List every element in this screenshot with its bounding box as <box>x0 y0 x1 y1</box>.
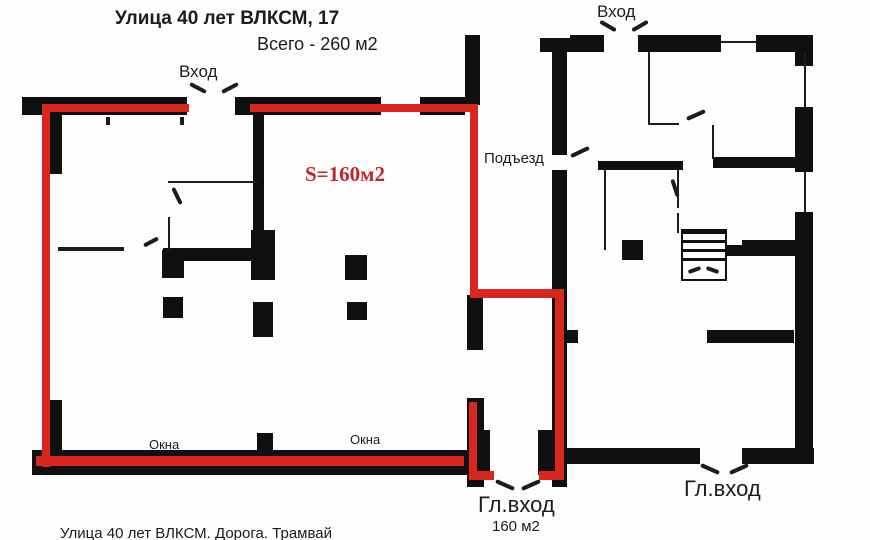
highlight-outline-segment <box>539 471 564 480</box>
wall-tick <box>180 117 184 125</box>
wall-pillar <box>622 240 643 260</box>
entrance-top-right-label: Вход <box>597 2 636 21</box>
wall-stub <box>565 330 578 343</box>
door-swing-dash <box>495 479 515 491</box>
wall-segment <box>253 113 264 233</box>
wall-segment <box>707 330 794 343</box>
wall-segment <box>50 112 62 174</box>
window-line <box>804 52 806 107</box>
window-line <box>804 172 806 212</box>
wall-stub <box>723 245 743 256</box>
partition-wall <box>677 170 679 208</box>
highlight-outline-segment <box>469 471 494 480</box>
main-entrance-center-label: Гл.вход <box>478 492 555 517</box>
page-title: Улица 40 лет ВЛКСМ, 17 <box>115 8 340 29</box>
column <box>347 302 367 320</box>
highlight-outline-segment <box>555 289 564 480</box>
stairs-icon <box>681 229 727 261</box>
wall-pillar <box>257 433 273 452</box>
door-swing-dash <box>171 187 183 205</box>
column <box>163 297 183 318</box>
wall-segment <box>570 35 604 52</box>
door-swing-dash <box>189 82 207 94</box>
wall-segment <box>795 212 813 464</box>
column <box>345 255 367 280</box>
highlight-outline-segment <box>42 104 50 467</box>
main-entrance-right-label: Гл.вход <box>684 476 761 501</box>
windows-left-label: Окна <box>149 437 180 452</box>
partition-wall <box>648 52 650 125</box>
door-swing-dash <box>142 236 160 248</box>
door-swing-dash <box>686 109 706 121</box>
partition-wall <box>648 123 679 125</box>
wall-segment <box>465 35 480 105</box>
partition-wall <box>712 125 714 159</box>
wall-segment <box>163 248 261 261</box>
stairs-mark <box>705 265 720 275</box>
window-line <box>720 41 757 43</box>
wall-segment <box>552 38 567 155</box>
partition-wall <box>168 217 170 250</box>
column <box>253 302 273 337</box>
wall-pillar <box>478 430 490 475</box>
wall-segment <box>50 400 62 455</box>
wall-segment <box>598 161 683 170</box>
wall-segment <box>638 35 721 52</box>
wall-segment <box>162 250 184 278</box>
wall-segment <box>713 157 797 168</box>
wall-segment <box>742 240 798 256</box>
door-swing-dash <box>729 463 749 475</box>
partition-wall <box>604 170 606 250</box>
highlighted-area-label: S=160м2 <box>305 162 385 186</box>
highlight-outline-segment <box>469 402 477 480</box>
entrance-left-label: Вход <box>179 62 218 81</box>
wall-pillar <box>538 430 554 475</box>
highlight-outline-segment <box>470 289 564 298</box>
main-entrance-center-area-label: 160 м2 <box>492 518 540 535</box>
street-caption: Улица 40 лет ВЛКСМ. Дорога. Трамвай <box>60 525 332 540</box>
highlight-outline-segment <box>470 104 478 297</box>
door-swing-dash <box>570 145 590 159</box>
highlight-outline-segment <box>36 456 464 466</box>
wall-segment <box>742 448 814 464</box>
total-area-label: Всего - 260 м2 <box>257 34 378 54</box>
wall-tick <box>106 117 110 125</box>
partition-wall <box>677 213 679 233</box>
partition-wall <box>58 247 124 251</box>
door-swing-dash <box>521 479 541 491</box>
partition-wall <box>168 181 258 183</box>
windows-right-label: Окна <box>350 432 381 447</box>
wall-segment <box>795 107 813 172</box>
door-swing-dash <box>700 463 720 475</box>
stairwell-label: Подъезд <box>484 150 544 167</box>
stairs-mark <box>687 265 702 275</box>
door-swing-dash <box>221 82 239 94</box>
wall-segment <box>560 448 700 464</box>
wall-segment <box>467 295 483 350</box>
highlight-outline-segment <box>42 104 189 112</box>
highlight-outline-segment <box>250 104 478 112</box>
stairs-icon <box>681 259 727 281</box>
